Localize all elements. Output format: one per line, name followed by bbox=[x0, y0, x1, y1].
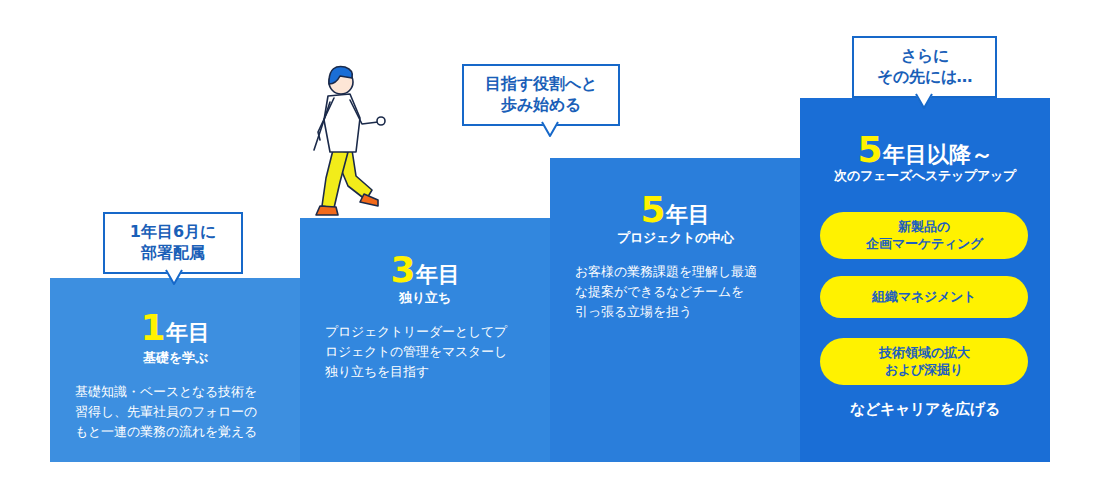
career-pill: 技術領域の拡大 および深掘り bbox=[820, 338, 1028, 385]
bag-strap bbox=[318, 98, 334, 140]
callout-bubble: さらに その先には… bbox=[852, 36, 997, 98]
hair bbox=[329, 67, 352, 84]
callout-tail bbox=[541, 122, 559, 138]
callout-bubble: 1年目6月に 部署配属 bbox=[103, 212, 243, 274]
callout-tail bbox=[915, 94, 933, 110]
step-year: 5年目以降～ bbox=[800, 128, 1050, 171]
callout-bubble: 目指す役割へと 歩み始める bbox=[462, 64, 620, 126]
fist bbox=[377, 117, 385, 125]
tail-outline bbox=[542, 122, 558, 136]
step-column: 1年目基礎を学ぶ基礎知識・ベースとなる技術を 習得し、先輩社員のフォローの もと… bbox=[50, 278, 300, 462]
front-arm bbox=[350, 100, 378, 124]
step-title: プロジェクトの中心 bbox=[550, 230, 800, 247]
callout-text: 1年目6月に 部署配属 bbox=[115, 222, 231, 264]
step-description: お客様の業務課題を理解し最適 な提案ができるなどチームを 引っ張る立場を担う bbox=[575, 262, 780, 322]
closing-note: などキャリアを広げる bbox=[800, 400, 1050, 420]
pill-text: 組織マネジメント bbox=[872, 288, 976, 306]
step-title: 独り立ち bbox=[300, 290, 550, 307]
step-year: 5年目 bbox=[550, 188, 800, 231]
career-pill: 組織マネジメント bbox=[820, 276, 1028, 318]
rear-shoe bbox=[316, 206, 338, 215]
callout-text: 目指す役割へと 歩み始める bbox=[474, 74, 608, 116]
person-figure bbox=[314, 67, 385, 215]
pill-text: 新製品の 企画マーケティング bbox=[859, 218, 989, 253]
step-column: 5年目以降～次のフェーズへステップアップなどキャリアを広げる 新製品の 企画マーケ… bbox=[800, 98, 1050, 462]
tail-fill bbox=[541, 122, 559, 136]
front-shoe bbox=[360, 194, 378, 206]
step-year: 3年目 bbox=[300, 248, 550, 291]
step-year: 1年目 bbox=[50, 306, 300, 349]
rear-leg bbox=[322, 150, 348, 208]
pill-text: 技術領域の拡大 および深掘り bbox=[859, 344, 989, 379]
step-description: 基礎知識・ベースとなる技術を 習得し、先輩社員のフォローの もと一連の業務の流れ… bbox=[75, 382, 280, 442]
step-title: 次のフェーズへステップアップ bbox=[800, 168, 1050, 185]
callout-tail bbox=[165, 270, 183, 286]
step-description: プロジェクトリーダーとしてプ ロジェクトの管理をマスターし 独り立ちを目指す bbox=[325, 322, 530, 382]
career-pill: 新製品の 企画マーケティング bbox=[820, 212, 1028, 259]
step-title: 基礎を学ぶ bbox=[50, 350, 300, 367]
step-column: 5年目プロジェクトの中心お客様の業務課題を理解し最適 な提案ができるなどチームを… bbox=[550, 158, 800, 462]
callout-text: さらに その先には… bbox=[864, 46, 985, 88]
rear-arm bbox=[314, 102, 330, 150]
step-column: 3年目独り立ちプロジェクトリーダーとしてプ ロジェクトの管理をマスターし 独り立… bbox=[300, 218, 550, 462]
